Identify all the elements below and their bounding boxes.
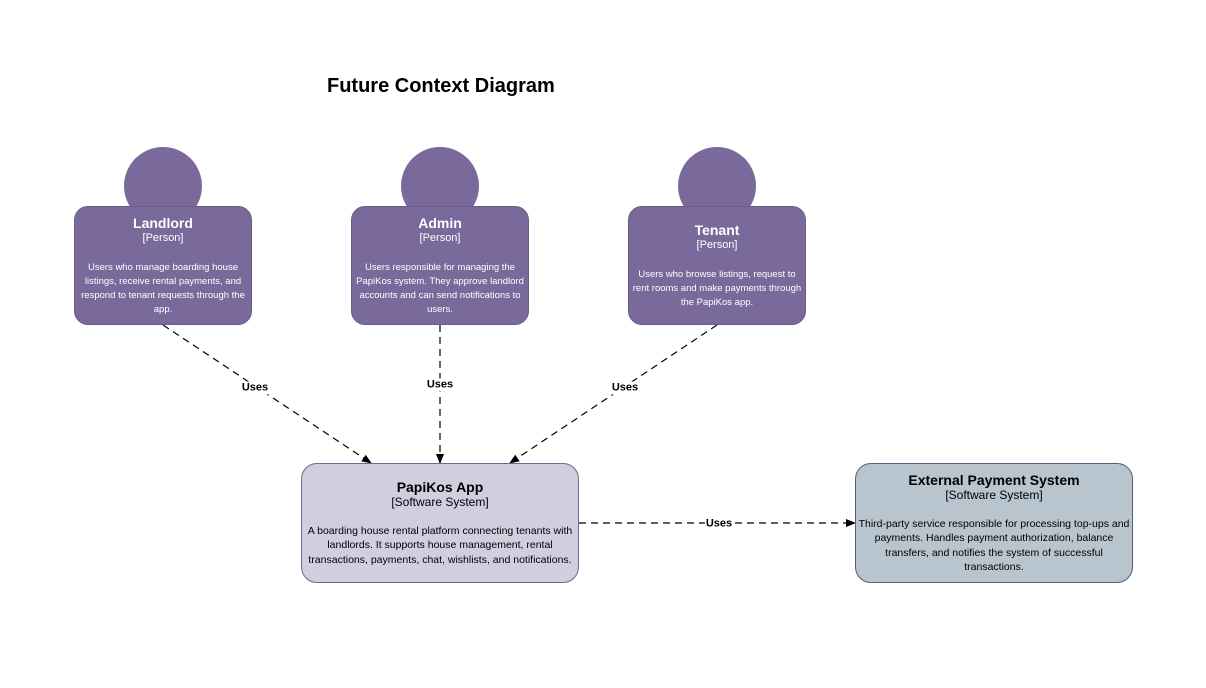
person-landlord: Landlord [Person] Users who manage board… — [74, 147, 252, 325]
edge-label-admin: Uses — [425, 378, 455, 392]
person-tenant: Tenant [Person] Users who browse listing… — [628, 147, 806, 325]
person-description: Users responsible for managing the PapiK… — [356, 261, 524, 315]
system-name: External Payment System — [908, 471, 1080, 488]
person-description: Users who manage boarding house listings… — [81, 261, 245, 315]
diagram-title: Future Context Diagram — [327, 75, 555, 97]
system-papikos-app: PapiKos App [Software System] A boarding… — [301, 463, 579, 583]
person-name: Tenant — [694, 221, 740, 238]
person-body: Admin [Person] Users responsible for man… — [351, 206, 529, 325]
system-description: Third-party service responsible for proc… — [858, 517, 1130, 574]
person-body: Landlord [Person] Users who manage board… — [74, 206, 252, 325]
person-name: Admin — [418, 214, 462, 231]
system-external-payment: External Payment System [Software System… — [855, 463, 1133, 583]
system-kind: [Software System] — [391, 494, 489, 509]
person-name: Landlord — [133, 214, 193, 231]
person-admin: Admin [Person] Users responsible for man… — [351, 147, 529, 325]
person-description: Users who browse listings, request to re… — [632, 268, 802, 308]
person-kind: [Person] — [419, 231, 461, 244]
person-body: Tenant [Person] Users who browse listing… — [628, 206, 806, 325]
person-kind: [Person] — [696, 238, 738, 251]
system-kind: [Software System] — [945, 487, 1043, 502]
edge-label-landlord: Uses — [240, 381, 270, 395]
edge-label-payment: Uses — [704, 517, 734, 531]
person-kind: [Person] — [142, 231, 184, 244]
edge-label-tenant: Uses — [610, 381, 640, 395]
system-name: PapiKos App — [396, 478, 484, 495]
system-description: A boarding house rental platform connect… — [307, 524, 573, 566]
